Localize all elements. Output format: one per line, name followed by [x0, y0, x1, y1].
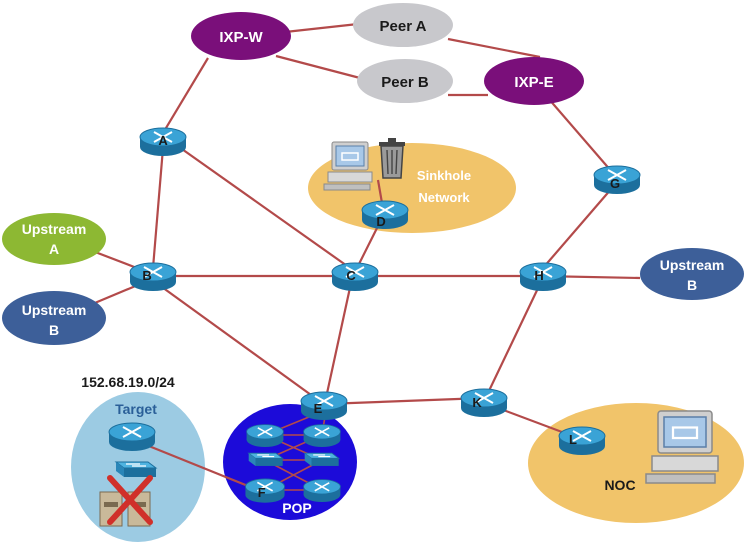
link-g-h: [542, 187, 613, 269]
router-k: K: [460, 388, 508, 418]
target-prefix-label: 152.68.19.0/24: [81, 374, 175, 390]
router-h-label: H: [534, 268, 543, 283]
router-b-label: B: [142, 268, 151, 283]
cloud-peer-a-label: Peer A: [380, 18, 427, 35]
router-e: E: [300, 391, 348, 421]
link-peera-ixpe: [447, 37, 541, 59]
pop-router-2-icon: [302, 423, 342, 448]
link-e-k: [324, 396, 485, 406]
link-ixpw-a: [162, 57, 209, 134]
cloud-peer-a: Peer A: [353, 3, 453, 47]
cloud-peer-b: Peer B: [357, 59, 453, 103]
router-c: C: [331, 262, 379, 292]
link-ixpw-peerb: [275, 54, 361, 80]
router-g: G: [593, 165, 641, 195]
router-b: B: [129, 262, 177, 292]
cloud-ixp-e-label: IXP-E: [514, 74, 553, 91]
link-a-b: [151, 147, 165, 269]
pop-label: POP: [282, 500, 312, 516]
cloud-ixp-e: IXP-E: [484, 57, 584, 105]
link-upa-b: [89, 248, 143, 272]
router-f: F: [244, 478, 286, 504]
router-l-label: L: [569, 432, 577, 447]
links: [89, 22, 641, 492]
router-l: L: [558, 426, 606, 456]
link-h-k: [486, 283, 541, 396]
pop-switch-1-icon: [248, 452, 284, 467]
link-c-e: [324, 282, 353, 399]
cloud-ixp-w-label: IXP-W: [219, 29, 263, 46]
router-k-label: K: [472, 395, 482, 410]
target-router-icon: [108, 422, 156, 452]
router-a: A: [139, 127, 187, 157]
cloud-ixp-w: IXP-W: [191, 12, 291, 60]
noc-label: NOC: [604, 477, 635, 493]
link-a-c: [171, 141, 351, 269]
pop-router-3-icon: [302, 478, 342, 503]
blocked-x-icon: [107, 475, 153, 525]
router-g-label: G: [610, 176, 620, 191]
link-ws-d: [376, 179, 384, 204]
trash-bin-icon: [379, 138, 405, 179]
link-ixpe-g: [547, 97, 613, 173]
target-label: Target: [115, 401, 157, 417]
router-c-label: C: [346, 268, 356, 283]
router-f-label: F: [258, 485, 266, 500]
router-h: H: [519, 262, 567, 292]
target-switch-icon: [115, 461, 157, 478]
link-target-f: [133, 438, 259, 492]
pop-switch-2-icon: [304, 452, 340, 467]
router-d: D: [361, 200, 409, 230]
pop-router-1-icon: [245, 423, 285, 448]
router-a-label: A: [158, 133, 168, 148]
cloud-peer-b-label: Peer B: [381, 74, 429, 91]
router-d-label: D: [376, 214, 385, 229]
link-b-e: [154, 281, 319, 401]
router-e-label: E: [314, 401, 323, 416]
